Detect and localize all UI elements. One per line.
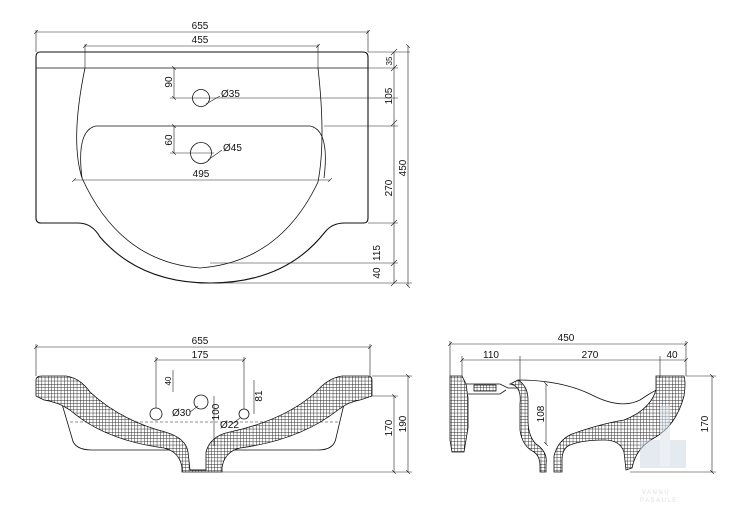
tap-hole-label: Ø35 — [221, 89, 240, 100]
front-hole-center — [193, 394, 209, 410]
bowl-width-label: 495 — [193, 169, 210, 180]
watermark-line2: PASAULE — [640, 498, 678, 504]
bowl-outline — [76, 67, 323, 269]
rim-depth-label: 35 — [385, 56, 394, 65]
front-overall-width-label: 655 — [192, 336, 209, 347]
tap-offset-label: 90 — [164, 76, 175, 88]
total-depth-label: 450 — [398, 159, 409, 176]
hole-a-depth-label: 100 — [211, 403, 222, 420]
front-hole-right — [238, 408, 250, 420]
basin-outline — [35, 51, 369, 284]
top-view: 655 455 90 Ø35 60 Ø45 495 — [36, 21, 412, 286]
side-front-hatch — [553, 375, 686, 473]
side-total-height-label: 170 — [700, 415, 711, 432]
front-tap-height-label: 40 — [164, 376, 173, 385]
front-section-hatch — [35, 375, 373, 473]
side-overall-depth-label: 450 — [558, 333, 575, 344]
drain-hole-label: Ø45 — [223, 143, 242, 154]
top-overall-width-label: 655 — [192, 21, 209, 32]
bowl-depth-label: 270 — [384, 179, 395, 196]
side-front-part-label: 40 — [666, 350, 678, 361]
side-drain-hatch — [508, 379, 547, 473]
side-rear-hatch — [449, 375, 469, 453]
front-hole-left — [149, 407, 163, 421]
front-section-view: 655 175 40 Ø30 100 Ø22 81 170 190 — [36, 336, 412, 472]
side-rear-part-label: 110 — [483, 350, 499, 361]
front-total-height-label: 190 — [398, 415, 409, 432]
front-bulge-label: 115 — [372, 245, 383, 261]
watermark-logo: VANNU PASAULE — [640, 406, 686, 504]
top-inner-width-label: 455 — [192, 35, 209, 46]
hole-b-height-label: 81 — [254, 390, 265, 402]
front-inner-height-label: 170 — [384, 419, 395, 436]
bowl-ledge — [80, 125, 326, 179]
side-overflow-channel — [466, 383, 518, 395]
tap-to-edge-label: 105 — [384, 87, 395, 104]
hole-a-label: Ø30 — [172, 408, 191, 419]
watermark-line1: VANNU — [642, 490, 670, 496]
side-overflow-hatch — [473, 384, 497, 392]
front-lip-label: 40 — [372, 267, 383, 279]
drain-offset-label: 60 — [164, 134, 175, 146]
side-mid-part-label: 270 — [582, 350, 599, 361]
side-section-view: 450 110 270 40 108 170 — [450, 333, 716, 472]
hole-spacing-label: 175 — [192, 350, 209, 361]
side-drain-height-label: 108 — [536, 405, 547, 422]
hole-b-label: Ø22 — [220, 420, 239, 431]
